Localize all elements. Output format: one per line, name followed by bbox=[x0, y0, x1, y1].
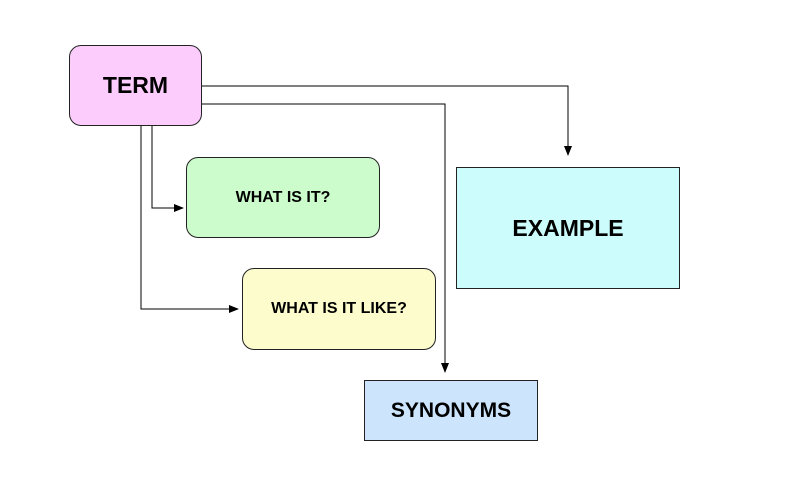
connector-term-to-what-is-it bbox=[151, 126, 184, 212]
what-is-it-node: WHAT IS IT? bbox=[186, 157, 380, 238]
example-label: EXAMPLE bbox=[512, 214, 624, 241]
example-node: EXAMPLE bbox=[456, 167, 680, 289]
term-label: TERM bbox=[102, 72, 169, 98]
what-is-it-like-node: WHAT IS IT LIKE? bbox=[242, 268, 436, 350]
synonyms-node: SYNONYMS bbox=[364, 380, 538, 441]
connector-term-to-example bbox=[202, 85, 572, 156]
connector-term-to-what-is-it-like bbox=[140, 126, 239, 313]
synonyms-label: SYNONYMS bbox=[390, 398, 512, 422]
what-is-it-label: WHAT IS IT? bbox=[235, 188, 331, 206]
what-is-it-like-label: WHAT IS IT LIKE? bbox=[271, 300, 407, 317]
term-node: TERM bbox=[69, 45, 202, 126]
connector-term-to-synonyms bbox=[202, 103, 449, 373]
